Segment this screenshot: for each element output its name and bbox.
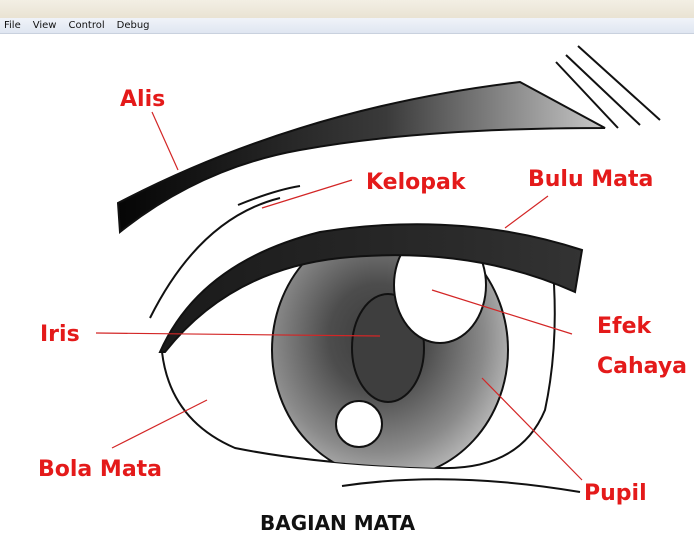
label-kelopak: Kelopak: [366, 170, 467, 195]
leader-bola-mata: [112, 400, 207, 448]
eyebrow-shape: [118, 82, 605, 232]
label-alis: Alis: [120, 87, 165, 112]
diagram-caption: BAGIAN MATA: [260, 511, 416, 535]
label-iris: Iris: [40, 322, 80, 347]
leader-bulu-mata: [505, 196, 548, 228]
label-cahaya: Cahaya: [597, 354, 687, 379]
label-pupil: Pupil: [584, 481, 647, 506]
label-efek: Efek: [597, 314, 653, 339]
label-bulu-mata: Bulu Mata: [528, 167, 653, 192]
lower-lid-line: [342, 479, 580, 492]
leader-kelopak: [262, 180, 352, 208]
brow-stroke-3: [578, 46, 660, 120]
highlight-small: [336, 401, 382, 447]
label-bola-mata: Bola Mata: [38, 457, 162, 482]
leader-alis: [152, 112, 178, 170]
